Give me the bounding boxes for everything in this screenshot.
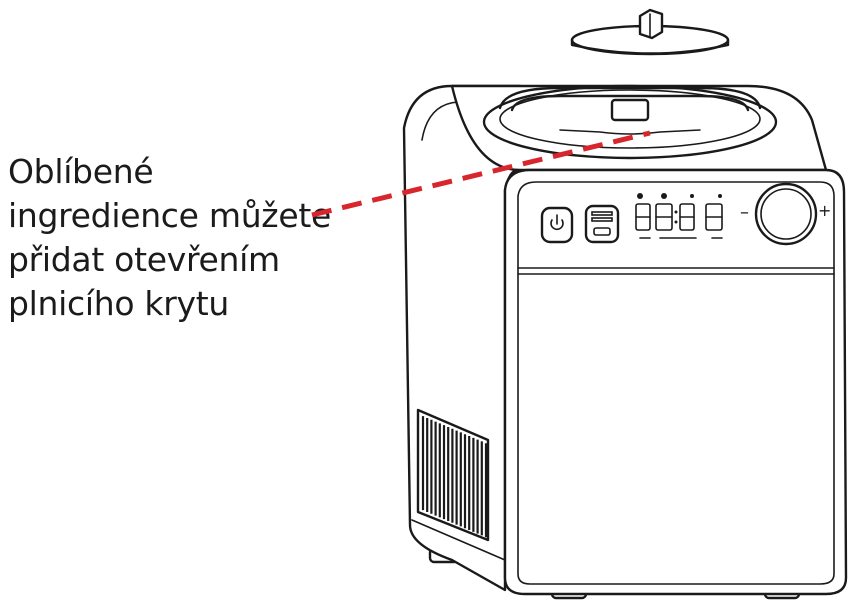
power-button[interactable] bbox=[540, 206, 574, 244]
caption-line-1: Oblíbené bbox=[8, 152, 154, 191]
filler-lid bbox=[570, 8, 730, 56]
front-inner-border bbox=[517, 181, 835, 585]
caption-line-3: přidat otevřením bbox=[8, 240, 280, 279]
speed-knob[interactable] bbox=[754, 182, 818, 246]
knob-minus-label: – bbox=[740, 202, 749, 223]
speed-knob-icon bbox=[760, 188, 812, 240]
power-icon bbox=[550, 214, 564, 231]
digital-display bbox=[635, 193, 723, 239]
annotation-caption: Oblíbené ingredience můžete přidat otevř… bbox=[8, 150, 331, 326]
caption-line-2: ingredience můžete bbox=[8, 196, 331, 235]
pointer-dashed-line bbox=[311, 130, 651, 218]
bowl-opening bbox=[482, 84, 778, 160]
vent-grille bbox=[416, 408, 490, 542]
caption-line-4: plnicího krytu bbox=[8, 284, 229, 323]
side-bottom-edge bbox=[411, 519, 506, 561]
knob-plus-label: + bbox=[818, 201, 831, 220]
mode-icon bbox=[591, 211, 613, 236]
machine-front-face bbox=[503, 168, 848, 596]
control-panel: – + bbox=[540, 182, 831, 246]
